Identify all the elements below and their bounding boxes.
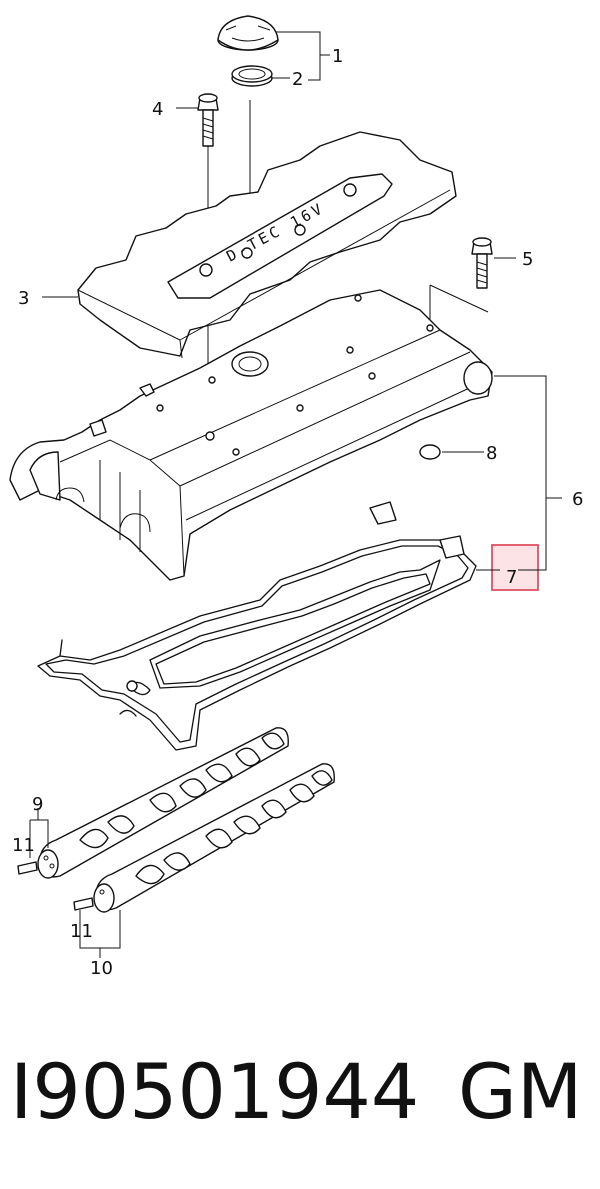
oil-filler-cap	[217, 15, 279, 51]
head-cover-bolt	[429, 237, 516, 330]
head-cover-gasket	[37, 501, 477, 751]
dowel-pins	[17, 861, 94, 911]
intake-camshaft	[37, 727, 289, 879]
callout-1: 1	[332, 46, 343, 67]
brand-label: GM	[458, 1047, 582, 1136]
highlight-box	[491, 544, 539, 591]
leader-lines-9-10-11	[29, 808, 121, 958]
callout-11-top: 11	[12, 835, 35, 856]
callout-7: 7	[506, 567, 517, 588]
spark-plug-seal	[419, 444, 484, 460]
cylinder-head-cover	[9, 289, 493, 581]
engine-cover: D-TEC 16V	[77, 131, 457, 359]
callout-11-bottom: 11	[70, 921, 93, 942]
cap-seal-ring	[231, 65, 273, 87]
exhaust-camshaft	[93, 763, 335, 913]
callout-3: 3	[18, 288, 29, 309]
callout-5: 5	[522, 249, 533, 270]
callout-8: 8	[486, 443, 497, 464]
leader-lines-6-7-8	[476, 375, 562, 571]
callout-9: 9	[32, 794, 43, 815]
callout-4: 4	[152, 99, 163, 120]
part-number: I90501944	[10, 1047, 419, 1136]
callout-2: 2	[292, 69, 303, 90]
callout-6: 6	[572, 489, 583, 510]
callout-10: 10	[90, 958, 113, 979]
